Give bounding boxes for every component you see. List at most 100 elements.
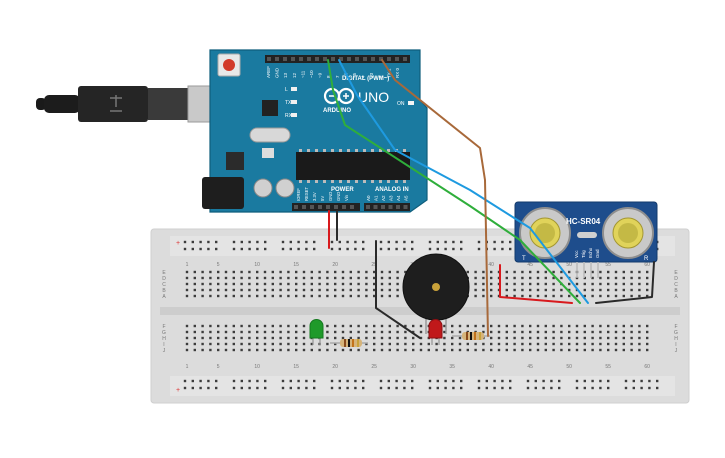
breadboard-hole[interactable] (466, 270, 469, 274)
breadboard-hole[interactable] (279, 282, 282, 286)
breadboard-hole[interactable] (388, 330, 391, 334)
breadboard-hole[interactable] (505, 324, 508, 328)
rail-hole[interactable] (313, 386, 316, 390)
breadboard-hole[interactable] (529, 294, 532, 298)
breadboard-hole[interactable] (396, 330, 399, 334)
breadboard-hole[interactable] (560, 348, 563, 352)
breadboard-hole[interactable] (513, 276, 516, 280)
breadboard-hole[interactable] (591, 324, 594, 328)
breadboard-hole[interactable] (248, 288, 251, 292)
rail-hole[interactable] (281, 240, 285, 244)
breadboard-hole[interactable] (388, 288, 391, 292)
breadboard-hole[interactable] (365, 324, 368, 328)
breadboard-hole[interactable] (474, 348, 477, 352)
resistor-red-led[interactable] (452, 332, 490, 340)
breadboard-hole[interactable] (263, 324, 267, 328)
breadboard-hole[interactable] (185, 276, 189, 280)
rail-hole[interactable] (656, 379, 659, 383)
breadboard-hole[interactable] (185, 282, 189, 286)
breadboard-hole[interactable] (529, 342, 532, 346)
rail-hole[interactable] (460, 240, 463, 244)
breadboard-hole[interactable] (248, 282, 251, 286)
breadboard-hole[interactable] (334, 294, 337, 298)
breadboard-hole[interactable] (521, 288, 524, 292)
breadboard-hole[interactable] (209, 348, 212, 352)
breadboard-hole[interactable] (529, 330, 532, 334)
breadboard-hole[interactable] (591, 348, 594, 352)
breadboard-hole[interactable] (536, 342, 540, 346)
breadboard-hole[interactable] (646, 276, 649, 280)
breadboard-hole[interactable] (630, 336, 633, 340)
breadboard-hole[interactable] (513, 294, 516, 298)
breadboard-hole[interactable] (630, 294, 633, 298)
rail-hole[interactable] (640, 379, 643, 383)
breadboard-hole[interactable] (334, 324, 337, 328)
breadboard-hole[interactable] (614, 330, 618, 334)
breadboard-hole[interactable] (505, 270, 508, 274)
rail-hole[interactable] (395, 379, 398, 383)
breadboard-hole[interactable] (419, 330, 423, 334)
rail-hole[interactable] (289, 379, 292, 383)
breadboard-hole[interactable] (232, 288, 235, 292)
header-pin[interactable] (291, 57, 295, 61)
breadboard-hole[interactable] (474, 324, 477, 328)
breadboard-hole[interactable] (568, 348, 571, 352)
rail-hole[interactable] (501, 247, 504, 251)
breadboard-hole[interactable] (185, 294, 189, 298)
rail-hole[interactable] (509, 240, 512, 244)
breadboard-hole[interactable] (505, 330, 508, 334)
breadboard-hole[interactable] (279, 276, 282, 280)
breadboard-hole[interactable] (599, 330, 602, 334)
rail-hole[interactable] (232, 379, 236, 383)
breadboard-hole[interactable] (560, 336, 563, 340)
breadboard-hole[interactable] (193, 288, 196, 292)
rail-hole[interactable] (591, 379, 594, 383)
rail-hole[interactable] (191, 379, 194, 383)
breadboard-hole[interactable] (552, 324, 555, 328)
rail-hole[interactable] (199, 240, 202, 244)
breadboard-hole[interactable] (474, 342, 477, 346)
breadboard-hole[interactable] (279, 270, 282, 274)
breadboard-hole[interactable] (490, 288, 493, 292)
breadboard-hole[interactable] (630, 348, 633, 352)
breadboard-hole[interactable] (302, 348, 306, 352)
breadboard-hole[interactable] (217, 282, 220, 286)
rail-hole[interactable] (534, 379, 537, 383)
breadboard-hole[interactable] (482, 270, 485, 274)
rail-hole[interactable] (338, 240, 341, 244)
breadboard-hole[interactable] (614, 276, 618, 280)
breadboard-hole[interactable] (185, 336, 189, 340)
breadboard-hole[interactable] (404, 330, 407, 334)
breadboard-hole[interactable] (458, 342, 462, 346)
rail-hole[interactable] (444, 247, 447, 251)
breadboard-hole[interactable] (521, 342, 524, 346)
rail-hole[interactable] (403, 386, 406, 390)
breadboard-hole[interactable] (209, 330, 212, 334)
breadboard-hole[interactable] (630, 276, 633, 280)
breadboard-hole[interactable] (302, 270, 306, 274)
rail-hole[interactable] (591, 386, 594, 390)
rail-hole[interactable] (264, 379, 267, 383)
rail-hole[interactable] (330, 247, 334, 251)
breadboard-hole[interactable] (412, 324, 415, 328)
breadboard-hole[interactable] (646, 348, 649, 352)
rail-hole[interactable] (607, 386, 610, 390)
breadboard-hole[interactable] (388, 270, 391, 274)
rail-hole[interactable] (387, 247, 390, 251)
breadboard-hole[interactable] (341, 270, 345, 274)
breadboard-hole[interactable] (614, 294, 618, 298)
breadboard-hole[interactable] (209, 282, 212, 286)
breadboard-hole[interactable] (536, 336, 540, 340)
breadboard-hole[interactable] (326, 348, 329, 352)
breadboard-hole[interactable] (209, 324, 212, 328)
breadboard-hole[interactable] (482, 324, 485, 328)
rail-hole[interactable] (215, 379, 218, 383)
breadboard-hole[interactable] (482, 282, 485, 286)
rail-hole[interactable] (493, 379, 496, 383)
rail-hole[interactable] (199, 247, 202, 251)
breadboard-hole[interactable] (505, 282, 508, 286)
breadboard-hole[interactable] (575, 324, 579, 328)
breadboard-hole[interactable] (341, 348, 345, 352)
breadboard-hole[interactable] (497, 330, 501, 334)
breadboard-hole[interactable] (458, 330, 462, 334)
